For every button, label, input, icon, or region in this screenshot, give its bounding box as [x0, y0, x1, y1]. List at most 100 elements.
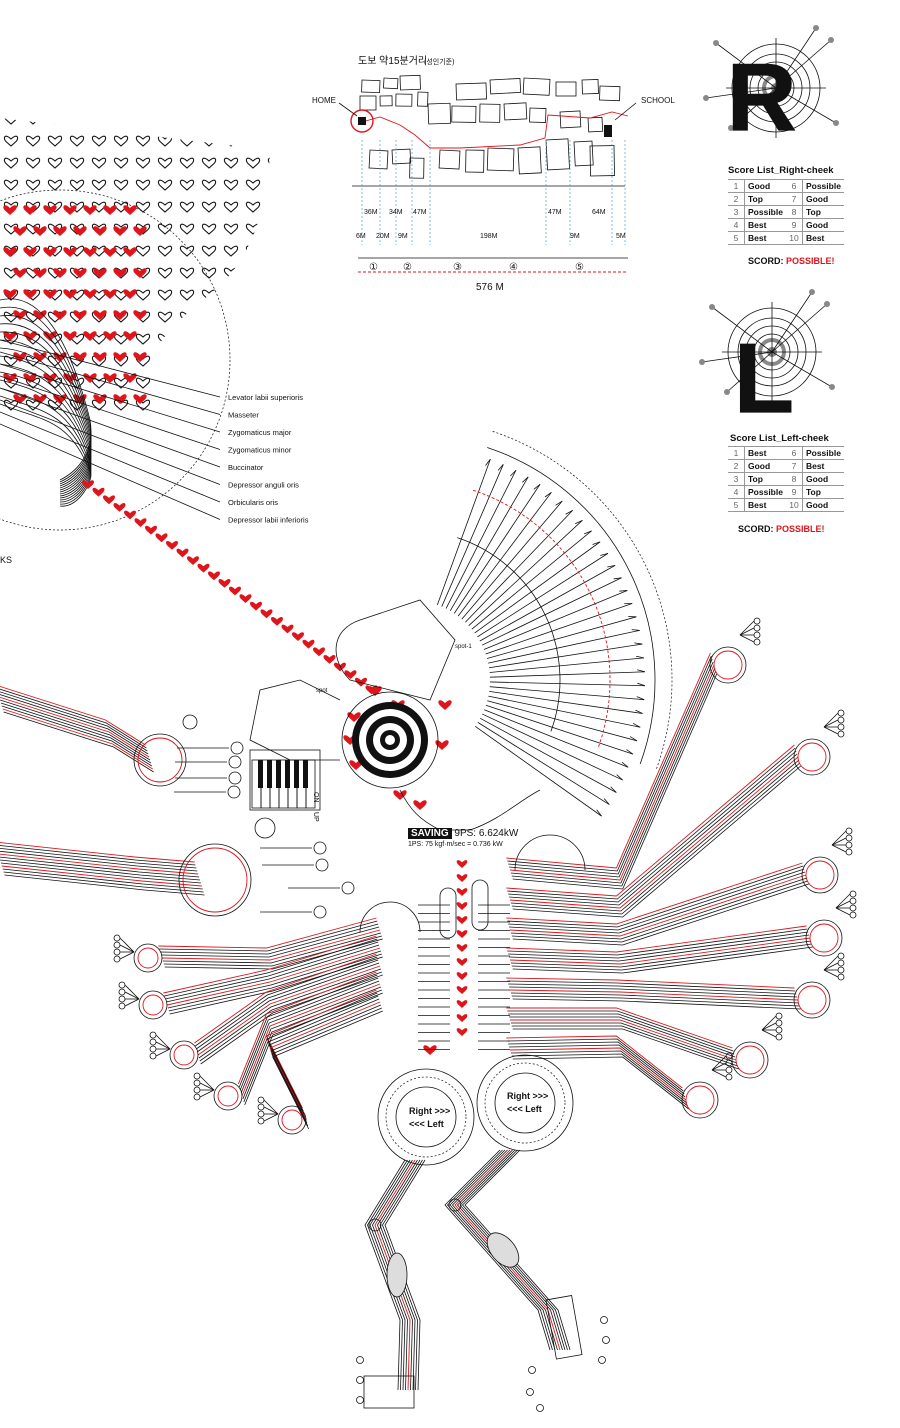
- map-section-number: ④: [509, 262, 518, 273]
- score-rank: 4: [728, 218, 745, 232]
- score-value: Best: [802, 459, 844, 473]
- saving-value: 9PS: 6.624kW: [454, 828, 519, 839]
- red-heart-icon: [456, 902, 468, 910]
- red-heart-icon: [456, 1014, 468, 1022]
- red-heart-icon: [218, 579, 231, 588]
- letter-l-glyph: L: [734, 323, 794, 433]
- central-machine: spot-1 spot ON UP: [249, 599, 541, 831]
- score-value: Good: [802, 498, 844, 512]
- red-heart-icon: [260, 609, 273, 619]
- map-segment-label: 47M: [548, 209, 562, 216]
- red-heart-icon: [323, 655, 336, 664]
- red-heart-icon: [113, 503, 126, 512]
- mechanical-arms: [0, 617, 857, 1135]
- red-heart-icon: [456, 1028, 468, 1036]
- score-right-result: SCORD: POSSIBLE!: [748, 256, 835, 266]
- score-left-label: SCORD:: [738, 524, 774, 534]
- map-segment-label: 9M: [398, 233, 408, 240]
- power-saving: SAVING 9PS: 6.624kW 1PS: 75 kgf·m/sec = …: [408, 828, 518, 848]
- cut-label: KS: [0, 555, 12, 565]
- score-rank: 1: [728, 179, 745, 193]
- red-heart-icon: [423, 1045, 437, 1055]
- wheel-left: Right >>> <<< Left: [377, 1068, 475, 1166]
- score-value: Possible: [802, 446, 844, 460]
- score-rank: 9: [785, 218, 803, 232]
- wheel-right-bottom-text: <<< Left: [507, 1104, 542, 1114]
- red-heart-icon: [456, 972, 468, 980]
- map-segment-label: 198M: [480, 233, 498, 240]
- score-value: Best: [744, 446, 786, 460]
- red-heart-icon: [413, 800, 427, 810]
- red-heart-icon: [239, 594, 252, 603]
- wheel-right: Right >>> <<< Left: [476, 1054, 574, 1152]
- map-section-number: ②: [403, 262, 412, 273]
- red-heart-icon: [187, 556, 199, 565]
- red-heart-icon: [271, 617, 283, 626]
- muscle-label: Buccinator: [228, 463, 264, 472]
- score-value: Good: [802, 218, 844, 232]
- score-rank: 3: [728, 472, 745, 486]
- score-value: Best: [744, 231, 786, 245]
- red-heart-icon: [208, 571, 220, 581]
- muscle-label: Orbicularis oris: [228, 498, 278, 507]
- score-rank: 8: [785, 472, 803, 486]
- map-segment-label: 5M: [616, 233, 626, 240]
- red-heart-icon: [313, 647, 325, 657]
- heart-pattern-head: [0, 118, 270, 531]
- red-heart-icon: [250, 601, 262, 611]
- score-value: Best: [744, 498, 786, 512]
- score-value: Top: [744, 192, 786, 206]
- red-heart-icon: [456, 958, 468, 966]
- muscle-label-list: Levator labii superiorisMasseterZygomati…: [0, 339, 309, 525]
- map-section-number: ⑤: [575, 262, 584, 273]
- score-rank: 6: [785, 446, 803, 460]
- target-right-cheek: R: [703, 25, 839, 152]
- wheel-left-bottom-text: <<< Left: [409, 1119, 444, 1129]
- score-value: Good: [802, 472, 844, 486]
- score-rank: 2: [728, 192, 745, 206]
- score-value: Good: [744, 459, 786, 473]
- wheel-right-top-text: Right >>>: [507, 1091, 548, 1101]
- map-title-note: (성인기준): [424, 57, 454, 66]
- red-heart-icon: [92, 487, 105, 497]
- score-value: Good: [802, 192, 844, 206]
- map-blocks: [359, 74, 621, 179]
- score-rank: 5: [728, 231, 745, 245]
- red-heart-icon: [124, 510, 136, 520]
- wheel-left-top-text: Right >>>: [409, 1106, 450, 1116]
- score-rank: 2: [728, 459, 745, 473]
- red-heart-icon: [355, 677, 367, 687]
- red-heart-icon: [344, 670, 357, 679]
- spine-column: [418, 860, 510, 1050]
- school-label: SCHOOL: [641, 96, 675, 105]
- red-heart-icon: [145, 525, 157, 535]
- score-value: Best: [744, 218, 786, 232]
- red-heart-icon: [166, 541, 178, 550]
- map-segment-label: 6M: [356, 233, 366, 240]
- score-rank: 3: [728, 205, 745, 219]
- red-heart-icon: [456, 986, 468, 994]
- muscle-label: Depressor labii inferioris: [228, 516, 309, 525]
- red-heart-icon: [176, 548, 189, 558]
- spot-label: spot-1: [455, 644, 472, 650]
- map-section-number: ①: [369, 262, 378, 273]
- letter-r-glyph: R: [727, 44, 796, 151]
- red-heart-icon: [292, 632, 304, 641]
- score-rank: 9: [785, 485, 803, 499]
- red-heart-icon: [134, 518, 147, 527]
- on-label: ON: [312, 792, 319, 803]
- score-rank: 7: [785, 459, 803, 473]
- map-segment-label: 9M: [570, 233, 580, 240]
- score-value: Top: [802, 205, 844, 219]
